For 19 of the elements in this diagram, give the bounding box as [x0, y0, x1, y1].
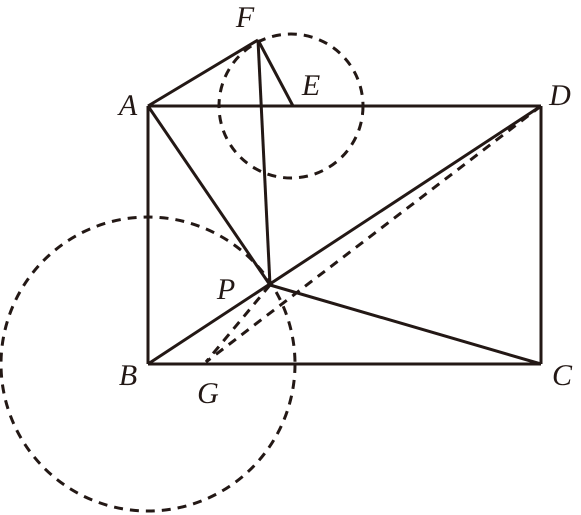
line-segment — [146, 106, 150, 364]
line-segment — [270, 284, 542, 366]
dashed-line-segment — [205, 104, 542, 364]
point-label: C — [552, 361, 572, 391]
point-label: D — [549, 81, 571, 111]
line-segment — [147, 104, 542, 366]
dashed-line-segment — [204, 284, 272, 363]
point-label: F — [236, 3, 254, 33]
point-label: A — [118, 91, 138, 121]
line-segment — [256, 39, 294, 107]
line-segment — [148, 104, 541, 108]
line-segment — [540, 106, 542, 364]
line-segment — [148, 362, 541, 366]
point-label: G — [197, 379, 219, 409]
line-segment — [147, 38, 259, 108]
line-segment — [146, 105, 272, 286]
point-label: P — [216, 275, 236, 305]
point-label: B — [118, 361, 138, 391]
point-label: E — [302, 71, 320, 101]
